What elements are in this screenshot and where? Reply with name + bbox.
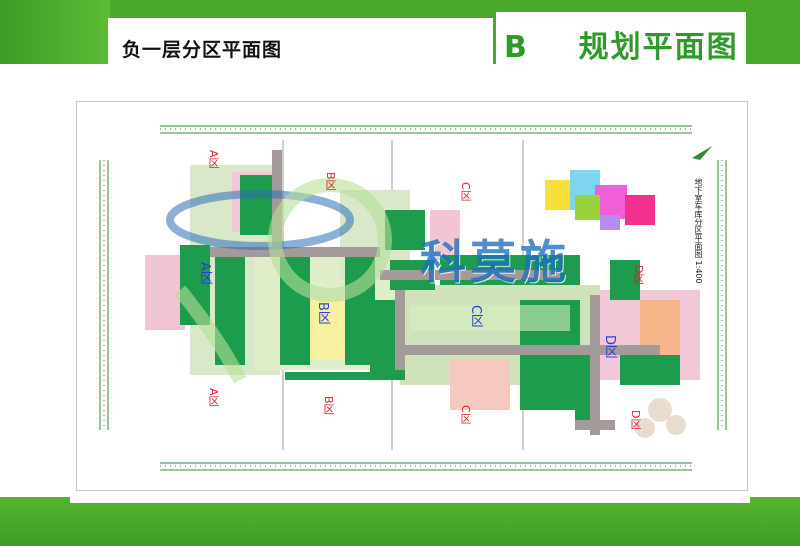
zone-label-b-top: B区 [324, 172, 337, 191]
header-band-accent [0, 0, 110, 64]
dimension-ticks [103, 128, 723, 467]
zone-label-d-top: D区 [632, 265, 645, 285]
chapter-title-box: B 规划平面图 [496, 12, 746, 65]
zone-label-c-mid: C区 [468, 305, 483, 328]
footer-band [0, 497, 800, 546]
key-plan [545, 170, 655, 230]
watermark-graphic [166, 178, 570, 384]
drive-lanes [210, 150, 660, 435]
zone-label-a-mid: A区 [197, 262, 212, 284]
zone-label-c-top: C区 [459, 182, 472, 201]
zone-label-b-bottom: B区 [322, 396, 335, 415]
north-arrow-icon [692, 146, 712, 160]
zone-label-d-mid: D区 [602, 335, 617, 359]
zone-label-d-bottom: D区 [629, 410, 642, 430]
zone-label-c-bottom: C区 [459, 405, 472, 424]
section-title-box: 负一层分区平面图 [108, 18, 496, 64]
zone-label-a-top: A区 [207, 150, 220, 169]
zone-label-b-mid: B区 [315, 302, 330, 324]
chapter-title: B 规划平面图 [504, 30, 739, 65]
dimension-lines [99, 125, 727, 471]
zone-label-a-bottom: A区 [207, 388, 220, 407]
watermark-text: 科莫施 [420, 235, 570, 289]
section-title: 负一层分区平面图 [122, 39, 283, 61]
drawing-note: 地下室车库分区平面图 1:400 [694, 178, 703, 284]
footer-band-divider [70, 497, 750, 503]
